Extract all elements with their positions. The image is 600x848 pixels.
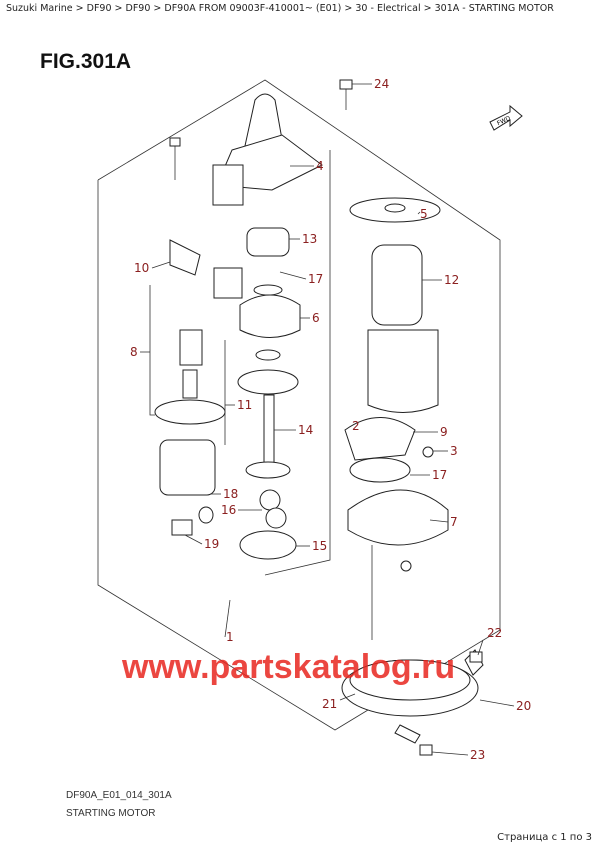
- pagination: Страница с 1 по 3: [497, 832, 592, 843]
- leader-lines: [140, 83, 515, 756]
- callout-10[interactable]: 10: [134, 261, 149, 275]
- inner-frame: [264, 150, 331, 576]
- callout-15[interactable]: 15: [312, 539, 327, 553]
- callout-12[interactable]: 12: [444, 273, 459, 287]
- callout-11[interactable]: 11: [237, 398, 252, 412]
- callout-6[interactable]: 6: [312, 311, 320, 325]
- callout-14[interactable]: 14: [298, 423, 313, 437]
- callout-2[interactable]: 2: [352, 419, 360, 433]
- callout-19[interactable]: 19: [204, 537, 219, 551]
- callout-21[interactable]: 21: [322, 697, 337, 711]
- figure-name: STARTING MOTOR: [66, 808, 156, 819]
- callout-23[interactable]: 23: [470, 748, 485, 762]
- callout-22[interactable]: 22: [487, 626, 502, 640]
- callout-20[interactable]: 20: [516, 699, 531, 713]
- assembly-frame: [97, 79, 501, 731]
- figure-title: FIG.301A: [40, 50, 132, 73]
- callout-16[interactable]: 16: [221, 503, 236, 517]
- callout-3[interactable]: 3: [450, 444, 458, 458]
- figure-code: DF90A_E01_014_301A: [66, 790, 172, 801]
- callout-24[interactable]: 24: [374, 77, 389, 91]
- callout-5[interactable]: 5: [420, 207, 428, 221]
- callout-7[interactable]: 7: [450, 515, 458, 529]
- callout-13[interactable]: 13: [302, 232, 317, 246]
- part-drawings: [154, 79, 484, 756]
- callout-17[interactable]: 17: [308, 272, 323, 286]
- callout-8[interactable]: 8: [130, 345, 138, 359]
- callout-9[interactable]: 9: [440, 425, 448, 439]
- callout-17b[interactable]: 17: [432, 468, 447, 482]
- callout-4[interactable]: 4: [316, 159, 324, 173]
- watermark: www.partskatalog.ru: [121, 648, 455, 686]
- callout-18[interactable]: 18: [223, 487, 238, 501]
- callout-labels: 24 4 5 13 10 17 12 6 8 11 14 2 9 3 17 18…: [130, 77, 531, 762]
- callout-1[interactable]: 1: [226, 630, 234, 644]
- breadcrumb[interactable]: Suzuki Marine > DF90 > DF90 > DF90A FROM…: [6, 3, 554, 14]
- fwd-arrow-icon: FWD: [489, 104, 523, 131]
